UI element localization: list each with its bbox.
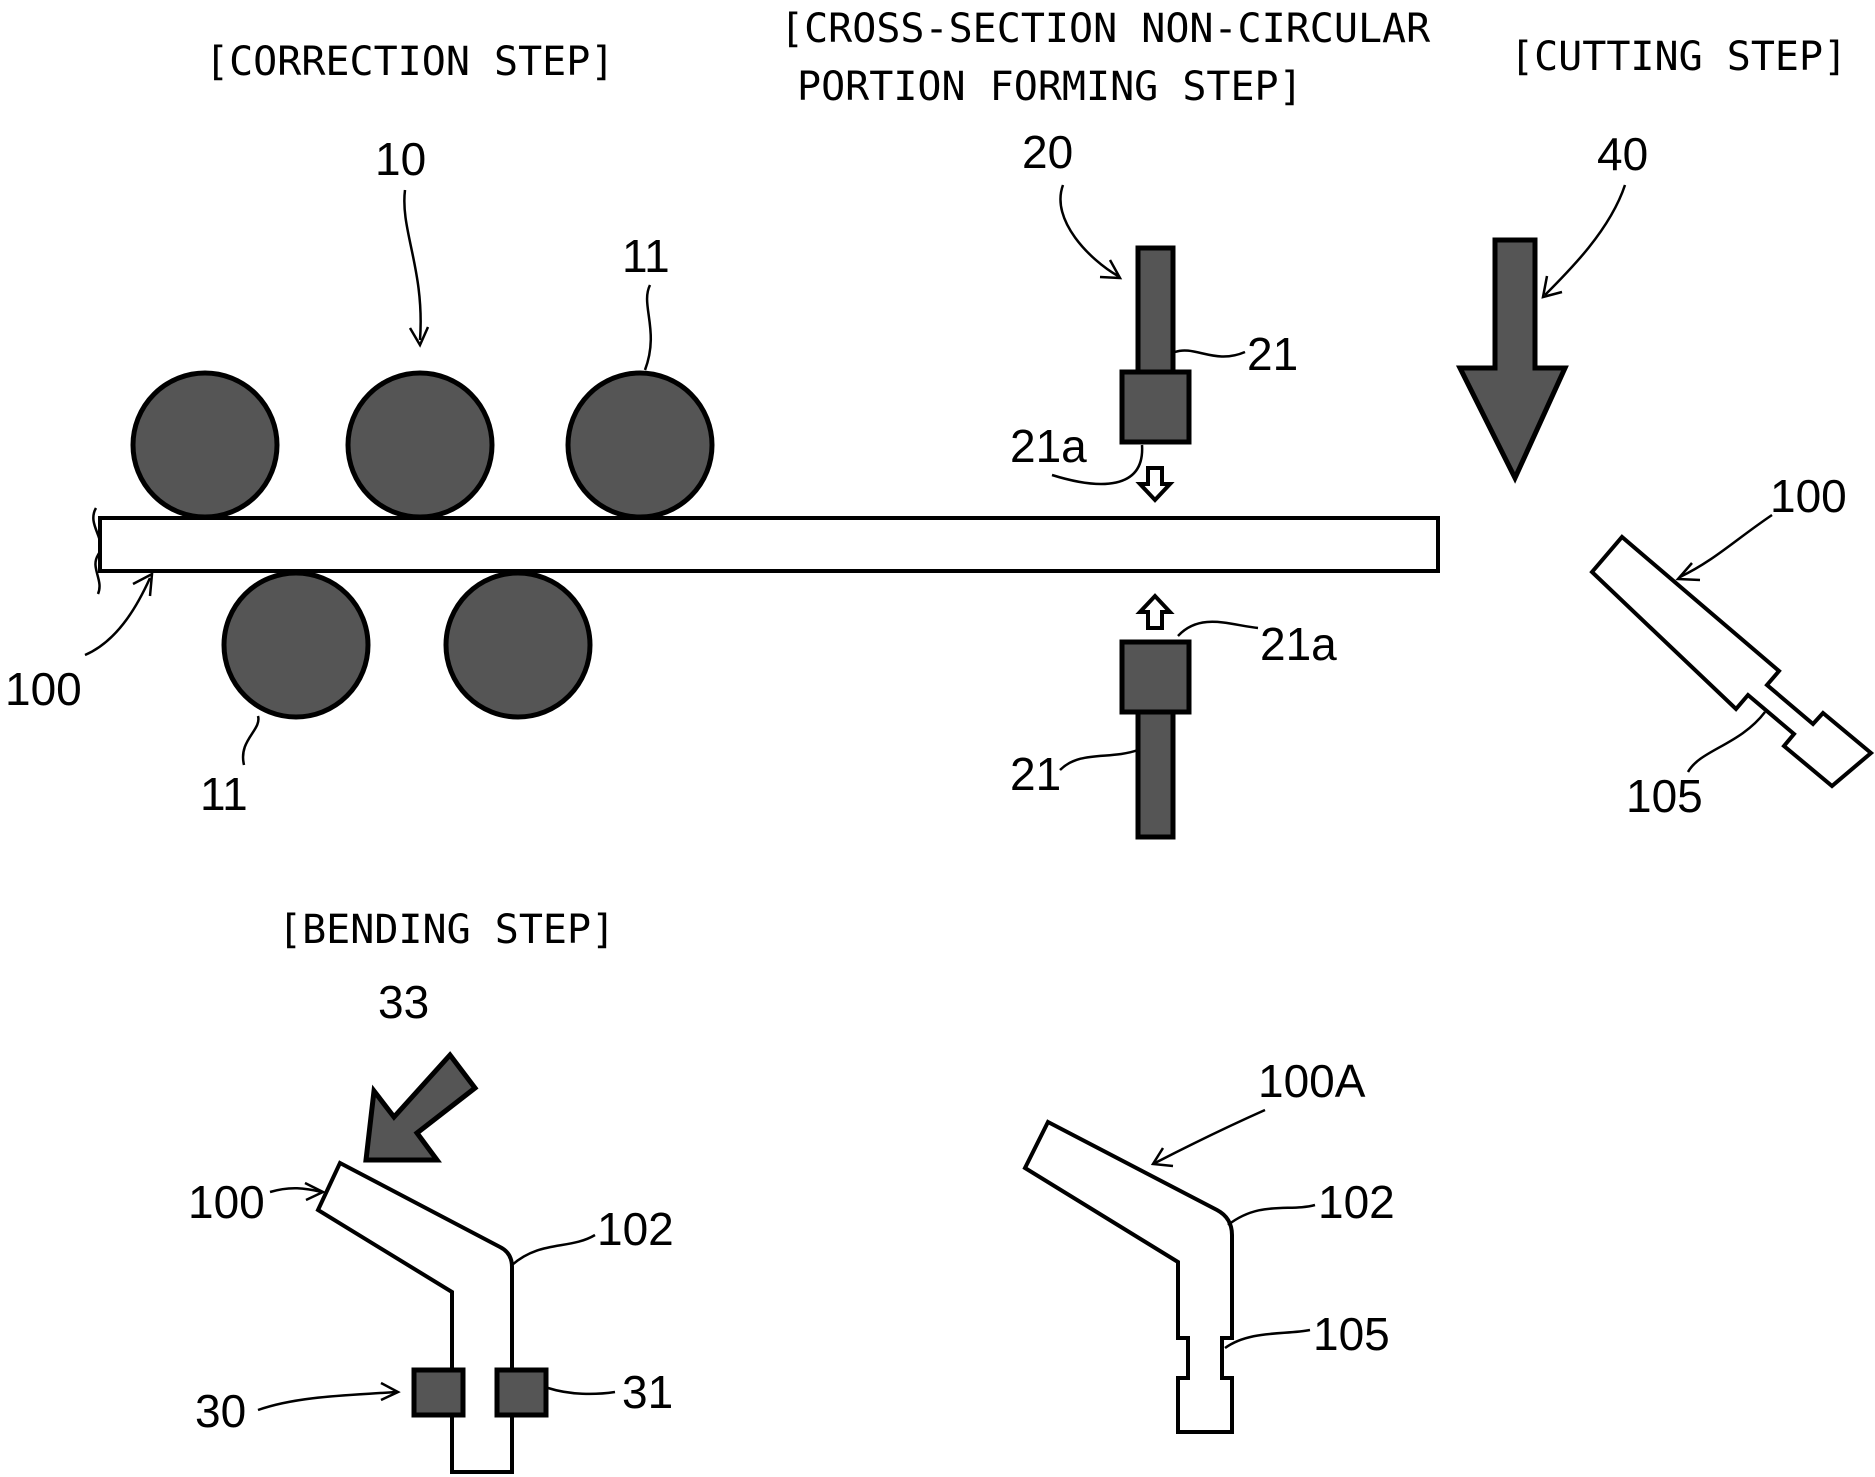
leader-100-cut <box>1680 515 1772 577</box>
ref-100-left: 100 <box>5 663 82 715</box>
ref-31: 31 <box>622 1366 673 1418</box>
forming-step-title-line2: PORTION FORMING STEP] <box>797 64 1303 110</box>
leader-105-final <box>1225 1330 1310 1348</box>
bending-step-title: [BENDING STEP] <box>278 907 615 953</box>
die-31 <box>497 1370 546 1415</box>
leader-21-bottom <box>1060 750 1138 770</box>
bent-wire-100 <box>318 1163 512 1472</box>
ref-20: 20 <box>1022 126 1073 178</box>
leader-11-bottom <box>243 716 258 765</box>
ref-21-top: 21 <box>1247 328 1298 380</box>
leader-30 <box>258 1392 395 1410</box>
leader-100A <box>1155 1110 1265 1163</box>
upper-press-die-21 <box>1122 248 1189 442</box>
ref-30: 30 <box>195 1385 246 1437</box>
leader-100A-arrowhead <box>1153 1148 1173 1166</box>
upper-roller-3 <box>568 373 712 517</box>
leader-10-arrowhead <box>410 327 428 345</box>
ref-21a-bottom: 21a <box>1260 618 1337 670</box>
lower-die-head <box>1122 642 1189 712</box>
lower-roller-1 <box>224 573 368 717</box>
ref-102-final: 102 <box>1318 1176 1395 1228</box>
leader-31 <box>548 1388 615 1394</box>
cutting-step-title: [CUTTING STEP] <box>1510 34 1847 80</box>
leader-102-bend <box>512 1235 595 1265</box>
ref-102-bend: 102 <box>597 1203 674 1255</box>
ref-11-top: 11 <box>622 230 670 282</box>
ref-105-cut: 105 <box>1626 770 1703 822</box>
leader-105-cut <box>1688 712 1765 772</box>
ref-100A: 100A <box>1258 1055 1366 1107</box>
lower-die-shaft <box>1138 712 1173 837</box>
ref-10: 10 <box>375 133 426 185</box>
leader-21a-bottom <box>1178 622 1258 636</box>
leader-102-final <box>1228 1205 1315 1225</box>
upper-roller-1 <box>133 373 277 517</box>
bending-force-arrow-icon <box>366 1055 475 1160</box>
upper-die-head <box>1122 372 1189 442</box>
wire-100 <box>100 518 1438 571</box>
ref-40: 40 <box>1597 128 1648 180</box>
ref-11-bottom: 11 <box>200 768 248 820</box>
leader-40 <box>1545 185 1625 295</box>
leader-21-top <box>1175 350 1245 356</box>
leader-10 <box>404 190 420 340</box>
upper-die-shaft <box>1138 248 1173 373</box>
leader-20 <box>1060 185 1118 276</box>
ref-21a-top: 21a <box>1010 420 1087 472</box>
leader-11-top <box>645 285 651 370</box>
cutting-arrow-icon <box>1460 240 1565 478</box>
ref-100-bend: 100 <box>188 1176 265 1228</box>
correction-step-title: [CORRECTION STEP] <box>205 39 614 85</box>
finished-part-100A <box>1025 1122 1232 1432</box>
forming-step-title-line1: [CROSS-SECTION NON-CIRCULAR <box>780 6 1431 52</box>
ref-100-cut: 100 <box>1770 470 1847 522</box>
lower-roller-2 <box>446 573 590 717</box>
leader-100-left <box>85 578 150 655</box>
press-up-arrow-icon <box>1140 596 1170 628</box>
cut-wire-100 <box>1592 537 1871 786</box>
ref-105-final: 105 <box>1313 1308 1390 1360</box>
lower-press-die-21 <box>1122 642 1189 837</box>
die-30 <box>414 1370 463 1415</box>
press-down-arrow-icon <box>1140 468 1170 500</box>
upper-roller-2 <box>348 373 492 517</box>
ref-21-bottom: 21 <box>1010 748 1061 800</box>
ref-33: 33 <box>378 976 429 1028</box>
